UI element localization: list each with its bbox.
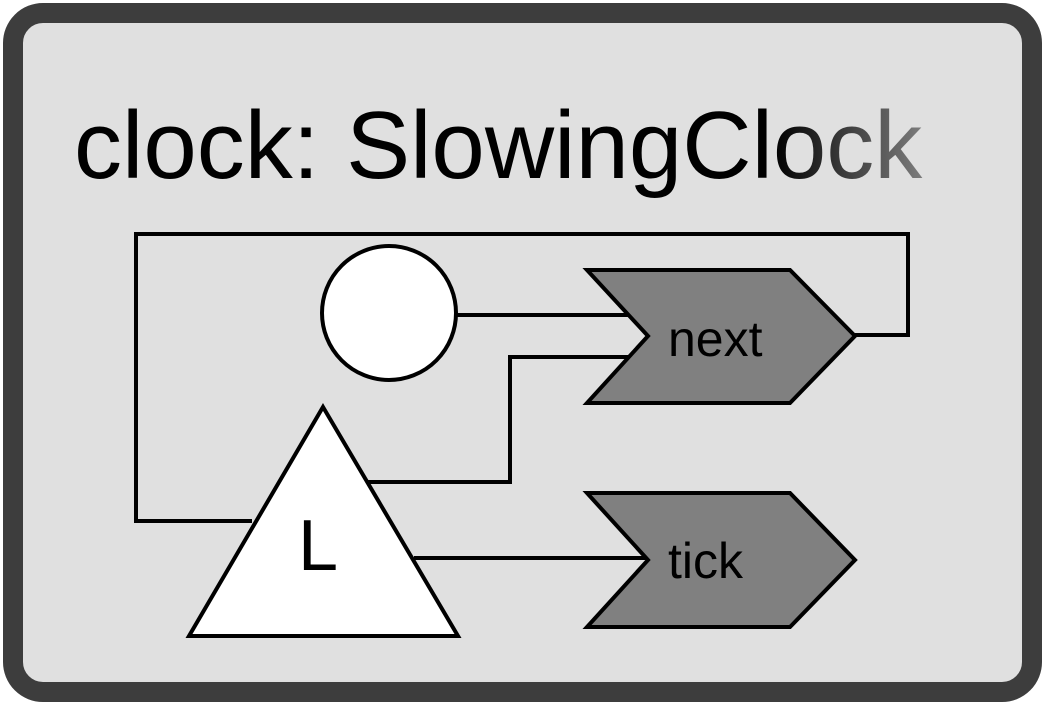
latch-node: L bbox=[185, 403, 462, 638]
latch-label: L bbox=[298, 506, 338, 586]
port-next-label: next bbox=[668, 311, 763, 367]
wire-feedback-loop bbox=[134, 232, 910, 523]
port-tick: tick bbox=[582, 491, 858, 629]
component-title: clock: SlowingClock bbox=[74, 92, 923, 199]
port-next: next bbox=[582, 268, 858, 405]
port-tick-label: tick bbox=[668, 533, 744, 589]
source-circle-node bbox=[320, 244, 458, 382]
latch-triangle-icon bbox=[185, 403, 462, 638]
port-next-shape bbox=[582, 268, 858, 405]
wire-latch-to-next bbox=[367, 355, 648, 484]
port-tick-shape bbox=[582, 491, 858, 629]
wires bbox=[134, 232, 910, 560]
